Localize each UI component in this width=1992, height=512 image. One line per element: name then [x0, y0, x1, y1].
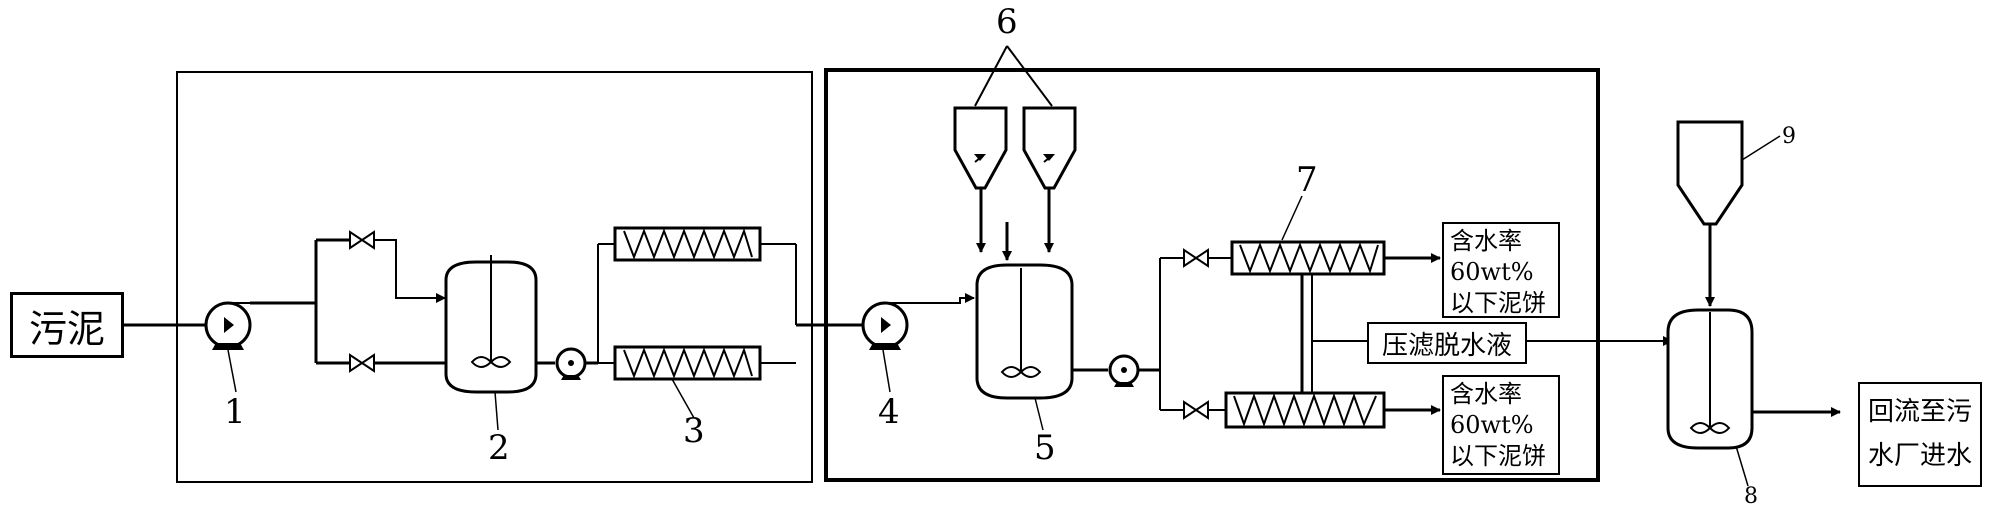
upper-branch-to-tank2	[374, 239, 446, 303]
cake-output-lower: 含水率60wt%以下泥饼	[1442, 375, 1560, 475]
filter-press-7-lower	[1224, 391, 1386, 429]
label-8: 8	[1744, 484, 1758, 509]
filter7-leader	[1281, 195, 1303, 241]
hopper9-leader	[1741, 135, 1781, 161]
filter-press-3-lower	[613, 345, 762, 381]
sludge-inlet-label: 污泥	[28, 306, 105, 351]
filter3-leader	[671, 378, 695, 419]
label-1: 1	[224, 392, 246, 432]
cake-output-lower-text: 含水率60wt%以下泥饼	[1450, 380, 1546, 470]
label-4: 4	[878, 392, 900, 432]
valve-upper-7	[1183, 248, 1209, 268]
valve-lower-7	[1183, 400, 1209, 420]
pump-1	[204, 301, 252, 350]
mixing-tank-8	[1666, 308, 1754, 450]
dosing-hopper-9	[1676, 120, 1744, 226]
filtrate-label: 压滤脱水液	[1381, 330, 1512, 361]
pump1-leader	[227, 349, 237, 393]
hopper6-pointer-right	[1006, 45, 1053, 107]
filtrate-box: 压滤脱水液	[1367, 322, 1527, 364]
label-3: 3	[683, 411, 705, 451]
valve-upper-1	[349, 230, 375, 250]
transfer-pump-b	[1108, 354, 1140, 387]
conditioning-tank-5	[975, 263, 1074, 400]
label-7: 7	[1296, 160, 1318, 200]
pretreatment-section-frame	[176, 71, 813, 483]
tank5-leader	[1034, 397, 1044, 431]
filter-press-3-upper	[613, 226, 762, 262]
pump-4	[861, 301, 909, 350]
label-2: 2	[488, 428, 510, 468]
cake-output-upper: 含水率60wt%以下泥饼	[1442, 222, 1560, 318]
chemical-hopper-6-left	[953, 106, 1008, 190]
label-5: 5	[1034, 428, 1056, 468]
transfer-pump-a	[555, 347, 587, 380]
pump4-to-tank5	[907, 293, 975, 304]
cake-output-upper-text: 含水率60wt%以下泥饼	[1450, 227, 1546, 317]
tank8-leader	[1735, 445, 1749, 487]
filter-press-7-upper	[1230, 240, 1386, 276]
label-6: 6	[996, 2, 1018, 42]
valve-lower-1	[349, 353, 375, 373]
return-output-text: 回流至污水厂进水	[1868, 397, 1973, 471]
chemical-hopper-6-right	[1022, 106, 1077, 190]
sludge-inlet-box: 污泥	[10, 292, 124, 358]
conditioning-section-frame	[824, 68, 1600, 482]
pump4-leader	[882, 349, 891, 393]
label-9: 9	[1782, 124, 1796, 149]
reactor-tank-2	[444, 255, 538, 394]
hopper6-pointer-left	[974, 45, 1008, 107]
return-output-box: 回流至污水厂进水	[1858, 382, 1982, 487]
tank2-leader	[494, 391, 499, 431]
